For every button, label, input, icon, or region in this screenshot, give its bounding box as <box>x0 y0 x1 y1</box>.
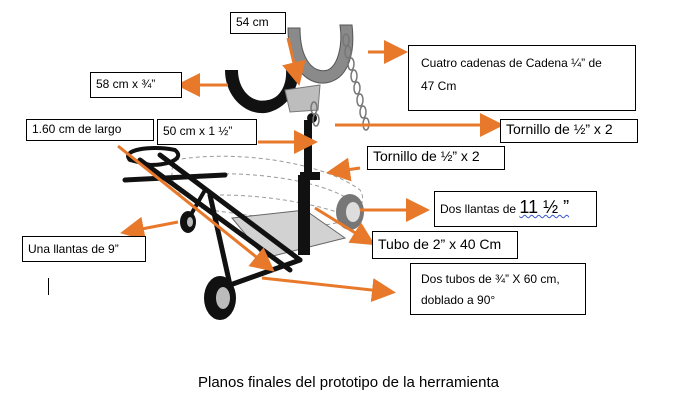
label-top-length: 54 cm <box>230 12 286 34</box>
label-chains-line2: 47 Cm <box>421 79 457 93</box>
label-bolt-mid: Tornillo de ½” x 2 <box>367 146 505 170</box>
label-bolt-top: Tornillo de ½” x 2 <box>500 119 638 143</box>
label-two-wheels: Dos llantas de 11 ½ ” <box>434 191 597 227</box>
vertical-post <box>298 175 310 255</box>
wheel-large <box>204 276 236 320</box>
wheel-right <box>336 194 364 230</box>
post-upper <box>304 120 312 180</box>
text-cursor <box>48 278 49 295</box>
hook-bracket <box>284 84 321 113</box>
figure-caption: Planos finales del prototipo de la herra… <box>197 374 500 391</box>
arrows <box>117 37 504 302</box>
label-tube-2: Tubo de 2” x 40 Cm <box>372 231 518 259</box>
label-handle-bar: 58 cm x ¾” <box>90 72 182 98</box>
label-two-wheels-text: Dos llantas de <box>440 202 520 216</box>
wheel-small <box>180 211 196 233</box>
label-two-tubes: Dos tubos de ¾” X 60 cm, doblado a 90° <box>410 263 586 315</box>
label-chains: Cuatro cadenas de Cadena ¼” de 47 Cm <box>408 45 636 111</box>
post-cap <box>300 172 320 180</box>
label-tube-50: 50 cm x 1 ½” <box>157 119 257 145</box>
label-one-wheel: Una llantas de 9” <box>22 236 146 262</box>
label-two-wheels-size: 11 ½ ” <box>519 197 570 217</box>
label-chains-line1: Cuatro cadenas de Cadena ¼” de <box>421 56 602 70</box>
label-length: 1.60 cm de largo <box>26 119 154 141</box>
label-two-tubes-line1: Dos tubos de ¾” X 60 cm, <box>421 272 560 286</box>
hook-left <box>225 70 299 114</box>
label-two-tubes-line2: doblado a 90° <box>421 293 496 307</box>
